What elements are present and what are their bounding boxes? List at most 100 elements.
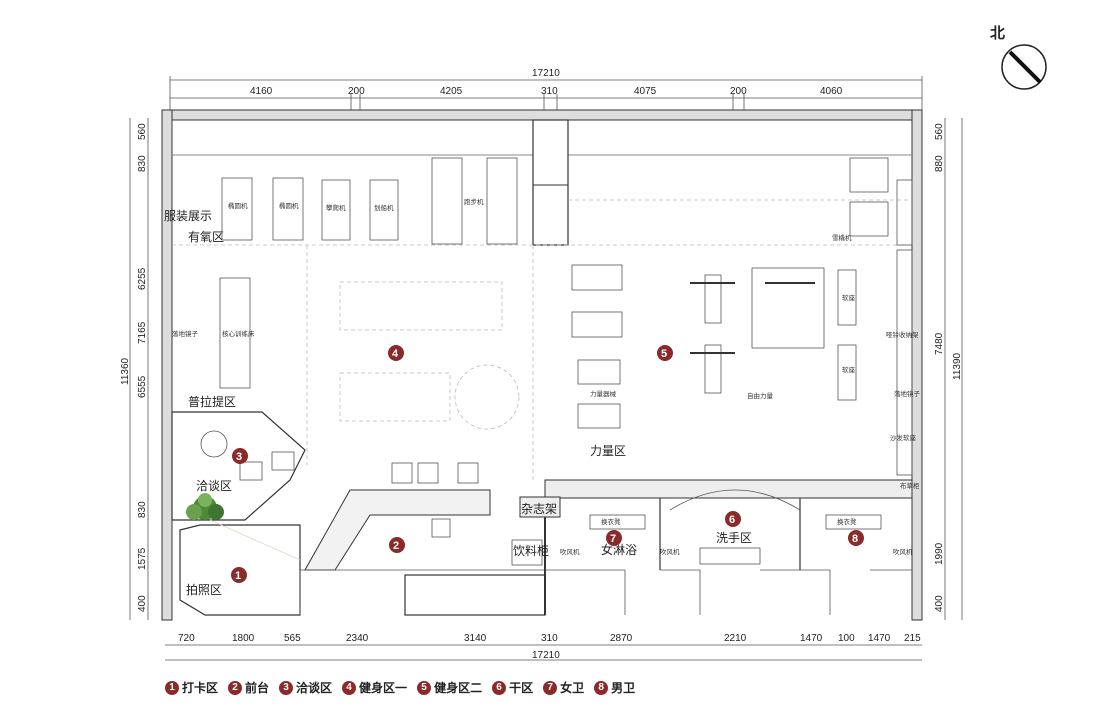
legend-label-4: 健身区一 — [359, 681, 408, 695]
legend-label-8: 男卫 — [611, 681, 636, 695]
label-elliptical-2: 椭圆机 — [279, 201, 299, 210]
dim-bottom-total: 17210 — [532, 650, 560, 661]
label-floor-mirror-right: 落地镜子 — [894, 389, 921, 398]
dim-top-3: 4205 — [440, 86, 463, 97]
dim-bottom-4: 2340 — [346, 633, 369, 644]
zone-marker-4-num: 4 — [392, 348, 399, 360]
dim-bottom-11: 1470 — [868, 633, 891, 644]
compass: 北 — [990, 24, 1047, 90]
dim-left-3: 6255 — [137, 267, 148, 290]
label-changing-bench-m: 换衣凳 — [837, 517, 857, 526]
label-changing-bench-w: 换衣凳 — [601, 517, 621, 526]
legend-label-2: 前台 — [245, 681, 270, 695]
label-hairdryer-1: 吹风机 — [560, 547, 580, 556]
zone-marker-3-num: 3 — [236, 451, 242, 463]
core-training-bed — [219, 277, 251, 389]
label-stair-climber: 攀爬机 — [326, 203, 346, 212]
plant-icon — [186, 493, 224, 520]
label-snow-machine: 雪橇机 — [832, 233, 852, 242]
legend-num-1: 1 — [165, 680, 179, 695]
dim-left-2: 830 — [137, 155, 148, 172]
legend-num-3: 3 — [279, 680, 294, 695]
legend-num-2: 2 — [228, 680, 243, 695]
legend-label-6: 干区 — [509, 681, 534, 695]
dim-bottom-6: 310 — [541, 633, 558, 644]
label-free-weights: 自由力量 — [747, 391, 774, 400]
dim-top-total: 17210 — [532, 68, 560, 79]
label-magazine-rack: 杂志架 — [521, 502, 557, 516]
legend-num-5: 5 — [417, 680, 432, 695]
legend-label-3: 洽谈区 — [296, 681, 333, 695]
legend-label-1: 打卡区 — [182, 681, 219, 695]
label-soft-seat-1: 软座 — [842, 293, 856, 302]
dim-bottom-12: 215 — [904, 633, 921, 644]
dim-left-5: 6555 — [137, 375, 148, 398]
dim-bottom-9: 1470 — [800, 633, 823, 644]
dim-left-total: 11360 — [120, 357, 131, 385]
dim-right-total: 11390 — [952, 352, 963, 380]
legend-num-8: 8 — [594, 680, 609, 695]
dim-bottom-10: 100 — [838, 633, 855, 644]
dim-right-2: 880 — [934, 155, 945, 172]
label-dumbbell-rack: 哑铃收纳架 — [886, 330, 919, 339]
label-drinks-cabinet: 饮料柜 — [513, 544, 549, 558]
left-dimensions: 560 830 6255 7165 6555 830 1575 400 1136… — [120, 118, 149, 620]
dim-right-3: 7480 — [934, 332, 945, 355]
compass-circle-icon — [1001, 44, 1047, 90]
label-washroom: 洗手区 — [716, 531, 752, 545]
dim-bottom-7: 2870 — [610, 633, 633, 644]
dim-bottom-2: 1800 — [232, 633, 255, 644]
label-soft-seat-2: 软座 — [842, 365, 856, 374]
dim-bottom-3: 565 — [284, 633, 301, 644]
zone-marker-6 — [725, 511, 741, 527]
label-strength-equipment: 力量器械 — [590, 389, 617, 398]
label-photo-zone: 拍照区 — [186, 582, 222, 597]
dim-bottom-1: 720 — [178, 633, 195, 644]
label-aerobic-zone: 有氧区 — [188, 230, 224, 244]
zone-marker-7 — [606, 530, 622, 546]
drinks-cabinet — [511, 539, 543, 566]
zone-marker-1 — [231, 567, 247, 583]
label-sofa: 沙发软座 — [890, 433, 917, 442]
legend-num-6: 6 — [492, 680, 507, 695]
dim-left-7: 1575 — [137, 547, 148, 570]
zone-marker-5 — [657, 345, 673, 361]
compass-label: 北 — [990, 24, 1005, 42]
aerobic-equipment: 椭圆机 椭圆机 攀爬机 划船机 跑步机 — [221, 157, 518, 245]
legend-num-4: 4 — [342, 680, 357, 695]
dim-top-4: 310 — [541, 86, 558, 97]
dim-bottom-8: 2210 — [724, 633, 747, 644]
label-rowing: 划船机 — [374, 203, 394, 212]
zone-marker-8 — [848, 530, 864, 546]
dim-top-7: 4060 — [820, 86, 843, 97]
label-pilates-zone: 普拉提区 — [188, 394, 236, 409]
label-women-shower: 女淋浴 — [601, 542, 637, 557]
zone-markers: 1 2 3 4 5 6 7 8 — [231, 345, 864, 583]
label-elliptical-1: 椭圆机 — [228, 201, 248, 210]
dim-right-1: 560 — [934, 123, 945, 140]
dim-bottom-5: 3140 — [464, 633, 487, 644]
dim-left-1: 560 — [137, 123, 148, 140]
zone-outlines — [172, 199, 912, 480]
label-treadmill: 跑步机 — [464, 197, 484, 206]
strength-equipment: 力量器械 自由力量 软座 软座 哑铃收纳架 落地镜子 沙发软座 雪橇机 — [571, 157, 921, 476]
legend-label-7: 女卫 — [560, 681, 585, 695]
dim-top-1: 4160 — [250, 86, 273, 97]
zone-marker-4 — [388, 345, 404, 361]
label-core-bed: 核心训练床 — [222, 329, 255, 338]
right-dimensions: 560 880 7480 1990 400 11390 — [934, 118, 963, 620]
dim-right-4: 1990 — [934, 542, 945, 565]
zone-marker-2-num: 2 — [393, 540, 399, 552]
bottom-dimensions: 720 1800 565 2340 3140 310 2870 2210 147… — [165, 633, 922, 661]
zone-marker-1-num: 1 — [235, 570, 241, 582]
label-negotiation-zone: 洽谈区 — [196, 479, 232, 493]
zone-marker-8-num: 8 — [852, 533, 858, 545]
